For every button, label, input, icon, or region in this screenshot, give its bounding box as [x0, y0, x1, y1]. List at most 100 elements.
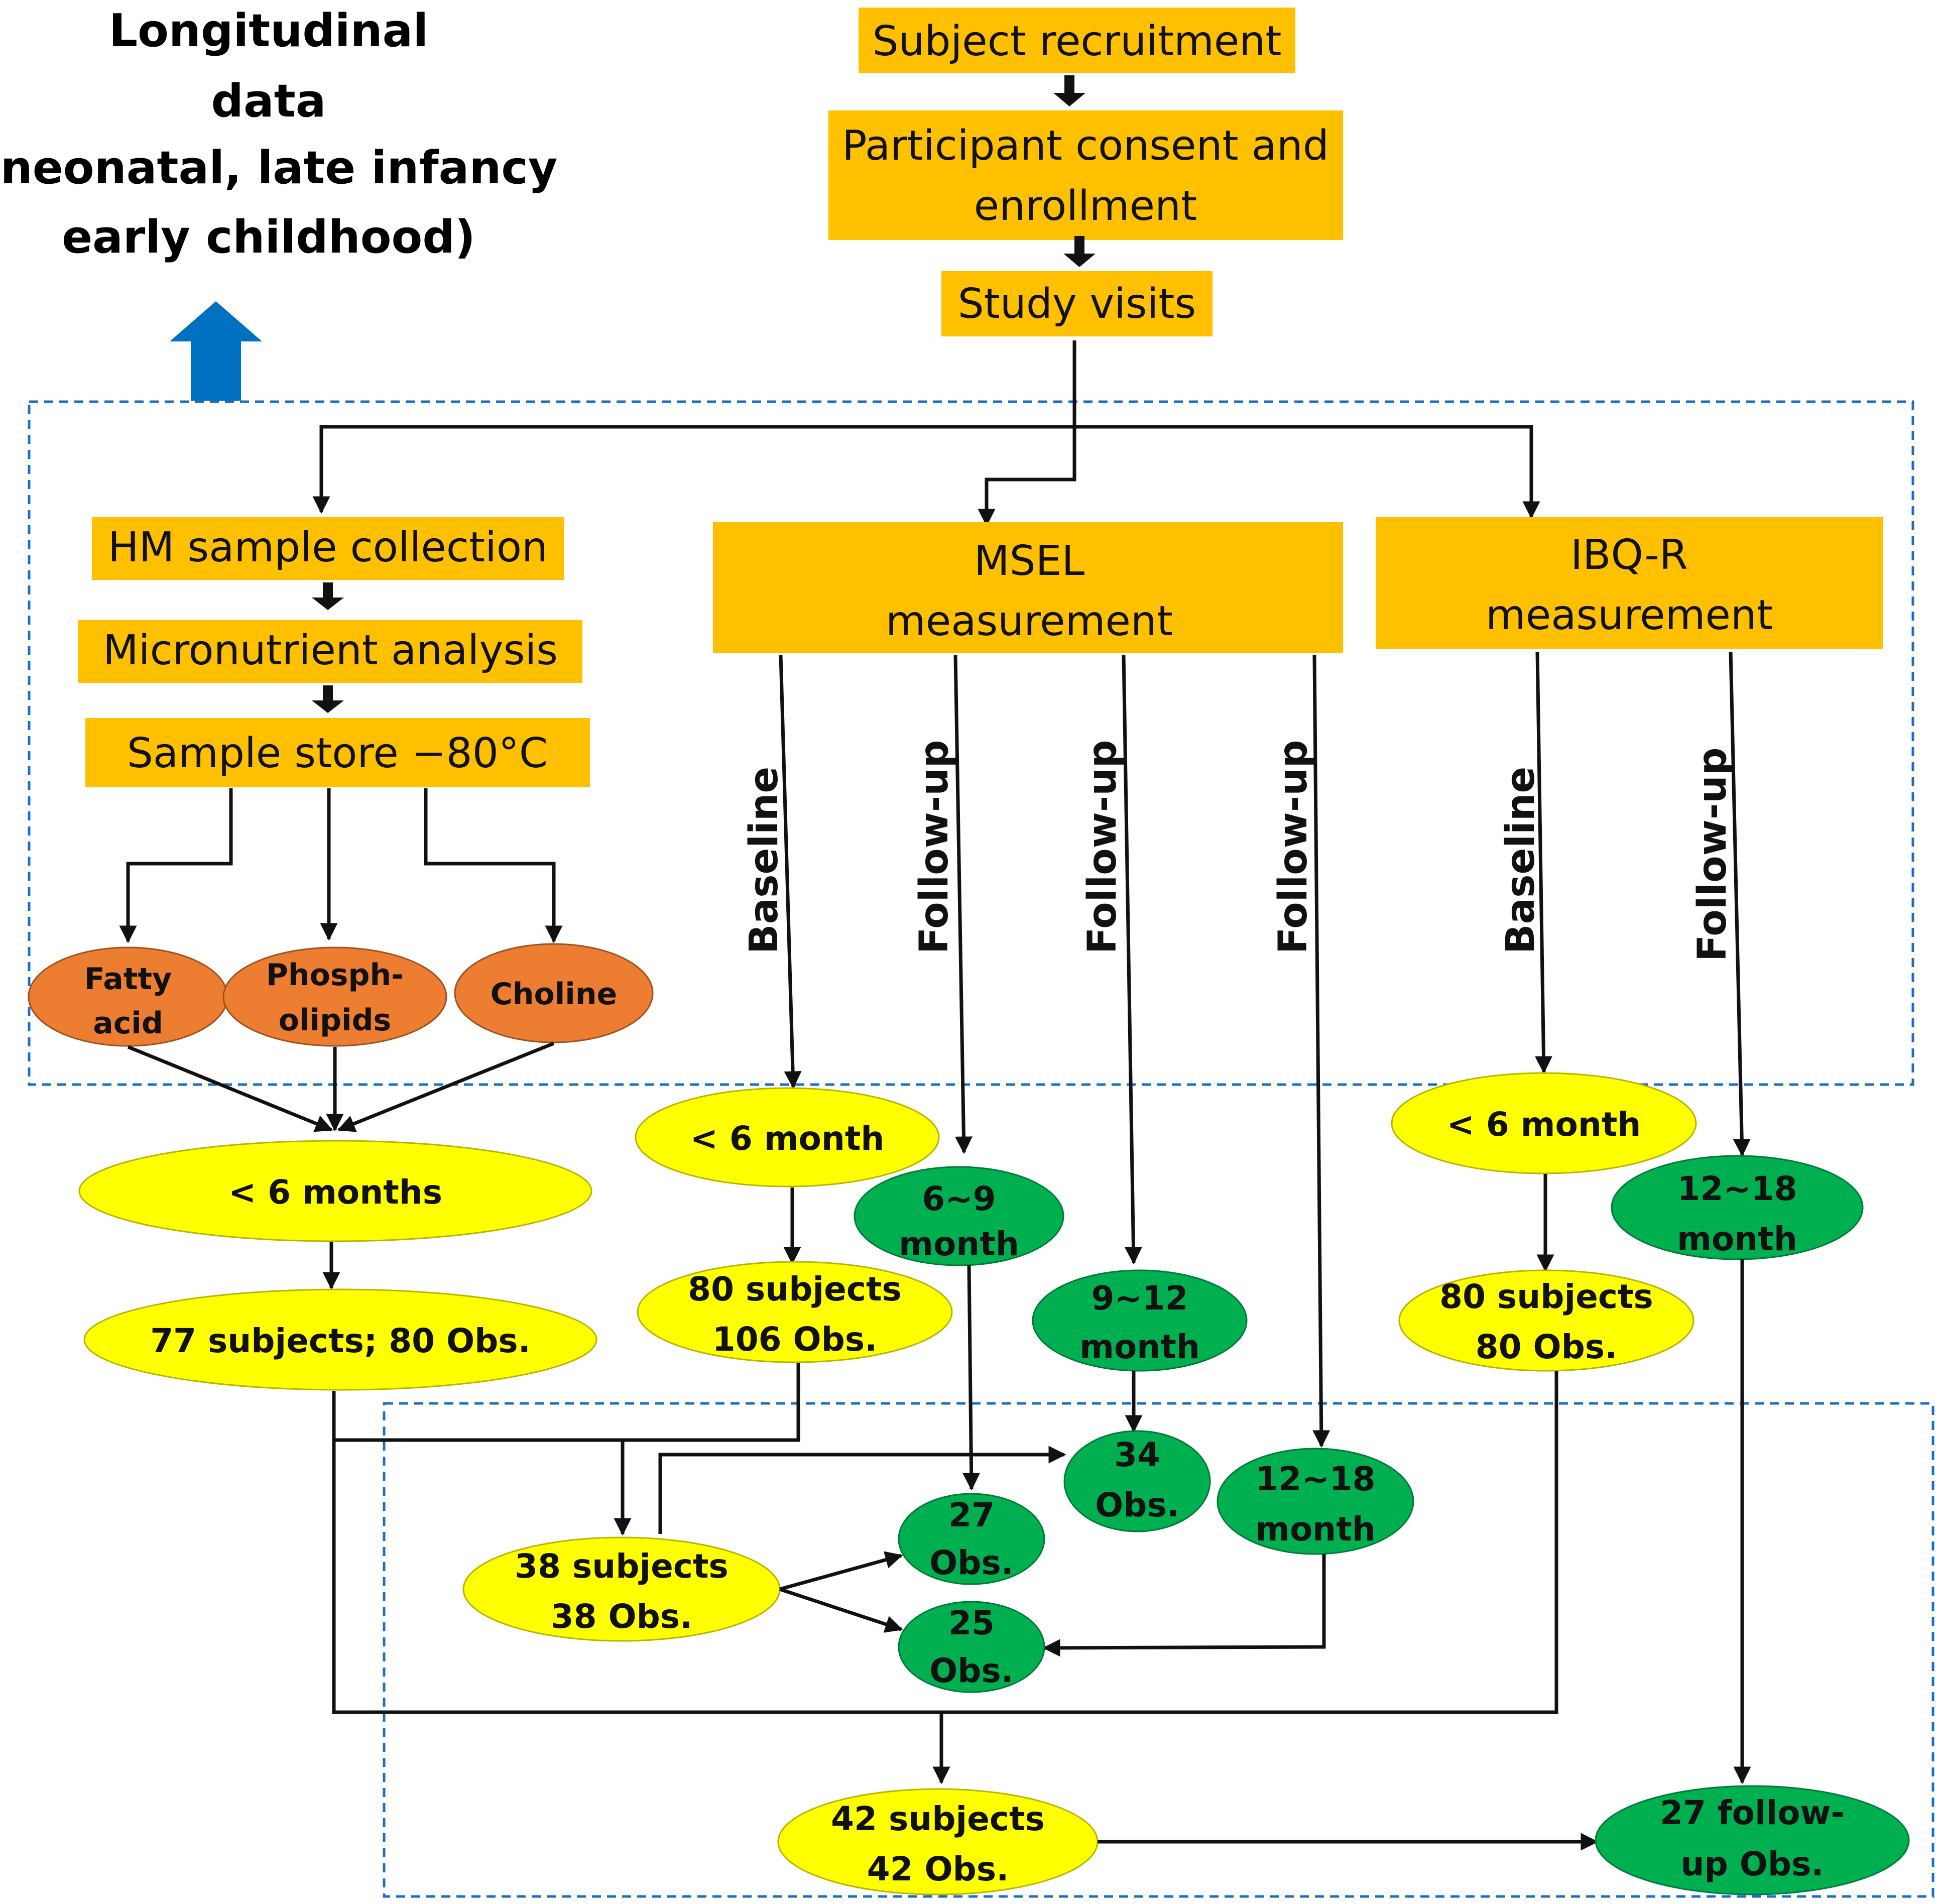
ibq-under-6-month-label: < 6 month: [1447, 1105, 1641, 1144]
consent-enrollment-box: [828, 110, 1343, 240]
consent-arrow-head-icon: [1063, 254, 1096, 267]
s38-to-34-obs-connector: [658, 1446, 1066, 1534]
msel-9-12-month-label-line-1: 9~12: [1091, 1279, 1188, 1318]
follow-up-27-oval: [1595, 1785, 1910, 1895]
follow-up-27-label-line-1: 27 follow-: [1660, 1794, 1845, 1832]
study-visits-box: [941, 271, 1213, 336]
msel-followup-12-18-connector: [1312, 655, 1330, 1448]
title-line-1: Longitudinal: [109, 5, 429, 57]
choline-to-under6-connector: [337, 1041, 555, 1132]
msel-measurement-box: [713, 522, 1343, 653]
hm-under-6-months-oval: [78, 1140, 592, 1242]
ibq-80-subjects-label-line-1: 80 subjects: [1439, 1277, 1653, 1316]
visits-to-ibq-connector: [1074, 425, 1540, 519]
fatty-acid-label-line-2: acid: [93, 1006, 163, 1041]
hm-under-6-months-label: < 6 months: [228, 1173, 442, 1212]
sample-store-box: [85, 718, 590, 787]
sample-store-label: Sample store −80°C: [127, 730, 548, 777]
ibq-12-18-month-oval: [1611, 1155, 1864, 1260]
obs-34-label-line-2: Obs.: [1095, 1486, 1179, 1524]
msel-6-9-to-27-obs-connector: [962, 1265, 981, 1491]
hm-sample-collection-label: HM sample collection: [108, 524, 548, 571]
obs-34-label-line-1: 34: [1114, 1436, 1160, 1474]
visits-to-hm-connector: [312, 425, 1074, 514]
hm-and-msel-to-38-connector: [332, 1363, 800, 1442]
msel-followup-label-2: Follow-up: [1080, 740, 1125, 954]
collection-region-border: [28, 400, 1914, 1086]
micronutrient-analysis-box: [78, 620, 582, 683]
obs-25-label-line-1: 25: [948, 1604, 995, 1642]
obs-25-oval: [898, 1601, 1045, 1693]
store-to-fatty-acid-connector: [119, 788, 233, 943]
hm-collection-arrow-head-icon: [312, 598, 344, 610]
ibq-followup-connector: [1729, 651, 1751, 1157]
ibq-12-18-month-label-line-1: 12~18: [1677, 1169, 1797, 1208]
subject-recruitment-label: Subject recruitment: [872, 18, 1281, 65]
msel-80-subjects-label-line-2: 106 Obs.: [712, 1320, 877, 1359]
ibq-r-label-line-2: measurement: [1486, 591, 1773, 639]
outcome-region-border: [383, 1402, 1934, 1898]
msel-under-6-month-oval: [635, 1087, 940, 1187]
ibq-followup-label: Follow-up: [1690, 747, 1735, 962]
msel-6-9-month-oval: [854, 1166, 1064, 1266]
micronutrient-analysis-label: Micronutrient analysis: [103, 627, 558, 674]
s38-to-27-obs-connector: [779, 1551, 903, 1591]
recruitment-arrow-head-icon: [1053, 93, 1085, 106]
msel-9-12-month-oval: [1032, 1269, 1248, 1372]
phospholipids-oval: [222, 946, 447, 1047]
obs-27-label-line-1: 27: [948, 1496, 995, 1534]
choline-oval: [454, 943, 654, 1043]
hm-and-ibq-to-42-connector: [332, 1371, 1558, 1714]
msel-followup-label-3: Follow-up: [1271, 740, 1316, 954]
obs-27-oval: [898, 1493, 1045, 1585]
obs-27-label-line-2: Obs.: [929, 1543, 1014, 1582]
ibq-r-label-line-1: IBQ-R: [1570, 531, 1688, 579]
s42-subjects-label-line-2: 42 Obs.: [867, 1850, 1009, 1888]
msel-6-9-month-label-line-2: month: [899, 1225, 1019, 1263]
phospholipids-label-line-2: olipids: [279, 1003, 392, 1038]
fatty-acid-label-line-1: Fatty: [84, 962, 172, 997]
msel-followup-6-9-connector: [953, 655, 973, 1154]
consent-label-line-1: Participant consent and: [842, 122, 1329, 170]
title-line-4: early childhood): [62, 211, 475, 264]
study-visits-label: Study visits: [958, 280, 1196, 328]
msel-6-9-month-label-line-1: 6~9: [922, 1179, 996, 1218]
msel-followup-9-12-connector: [1122, 655, 1142, 1265]
obs-34-oval: [1063, 1430, 1211, 1532]
msel-baseline-label: Baseline: [742, 767, 787, 954]
analysis-arrow-head-icon: [312, 700, 344, 713]
msel-12-18-month-label-line-2: month: [1255, 1510, 1376, 1549]
ibq-12-18-month-label-line-2: month: [1677, 1220, 1797, 1258]
ibq-baseline-connector: [1535, 651, 1553, 1074]
msel-12-18-month-label-line-1: 12~18: [1256, 1460, 1376, 1498]
fatty-acid-to-under6-connector: [127, 1045, 333, 1132]
ibq-r-measurement-box: [1376, 517, 1883, 649]
subject-recruitment-box: [859, 8, 1295, 73]
ibq-baseline-label: Baseline: [1498, 767, 1543, 954]
msel-baseline-connector: [779, 655, 802, 1089]
msel-followup-label-1: Follow-up: [912, 740, 957, 954]
msel-9-12-month-label-line-2: month: [1079, 1328, 1200, 1366]
hm-77-subjects-oval: [83, 1288, 597, 1391]
msel-under-6-month-label: < 6 month: [690, 1119, 885, 1158]
s38-to-25-obs-connector: [779, 1587, 903, 1633]
msel-12-18-to-25-obs-connector: [1042, 1554, 1326, 1657]
s42-subjects-label-line-1: 42 subjects: [831, 1800, 1045, 1838]
store-to-choline-connector: [424, 788, 563, 943]
follow-up-27-label-line-2: up Obs.: [1681, 1845, 1824, 1883]
ibq-80-subjects-label-line-2: 80 Obs.: [1476, 1328, 1618, 1366]
phospholipids-label-line-1: Phosph-: [266, 958, 404, 993]
s38-subjects-label-line-2: 38 Obs.: [551, 1597, 693, 1636]
s38-subjects-label-line-1: 38 subjects: [515, 1547, 729, 1586]
consent-label-line-2: enrollment: [974, 182, 1197, 230]
msel-80-subjects-oval: [637, 1261, 953, 1363]
msel-label-line-1: MSEL: [974, 537, 1085, 585]
title-line-2: data: [211, 75, 326, 128]
title-line-3: (neonatal, late infancy: [0, 142, 557, 194]
obs-25-label-line-2: Obs.: [929, 1651, 1014, 1690]
hm-sample-collection-box: [92, 517, 564, 580]
msel-label-line-2: measurement: [886, 598, 1173, 645]
ibq-under-6-month-oval: [1391, 1072, 1697, 1174]
hm-77-subjects-label: 77 subjects; 80 Obs.: [150, 1322, 531, 1360]
